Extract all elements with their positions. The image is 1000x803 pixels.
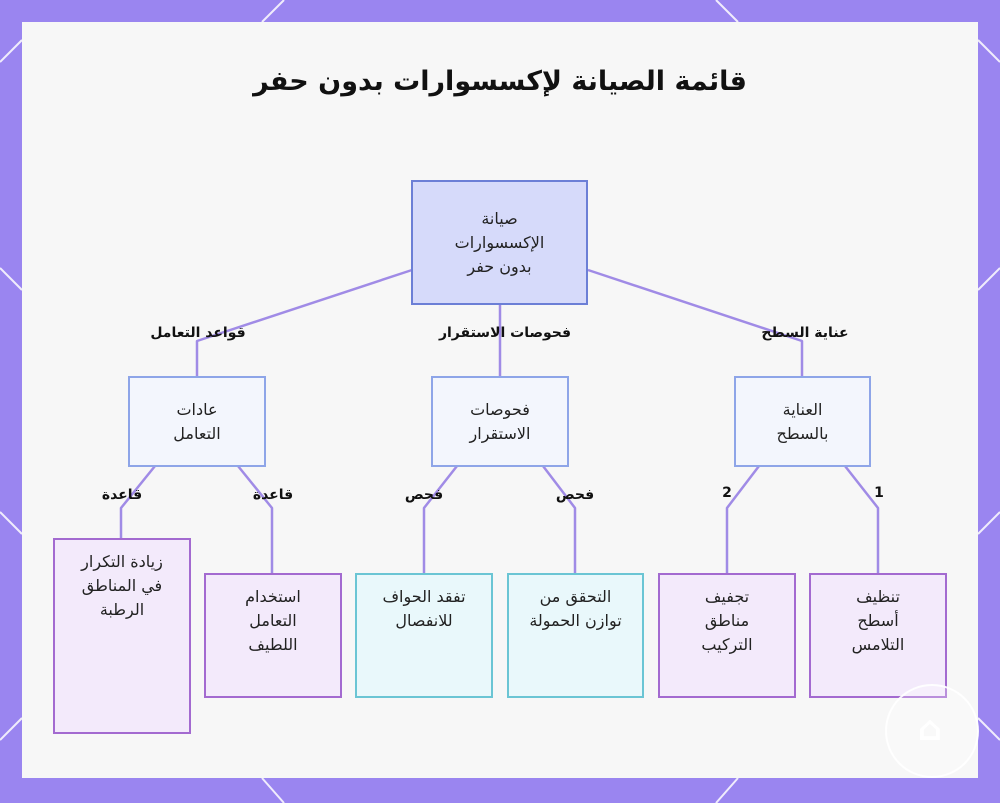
leaf-dry-mount-areas-label: تجفيف مناطق التركيب <box>701 587 753 654</box>
node-stability-checks: فحوصات الاستقرار <box>431 376 569 467</box>
edge-handling-2 <box>119 465 156 539</box>
edge-label-stability-1: فحص <box>555 487 595 503</box>
leaf-check-load-balance: التحقق من توازن الحمولة <box>507 573 644 698</box>
edge-label-handling: قواعد التعامل <box>150 325 246 341</box>
edge-stability-2 <box>422 465 458 574</box>
node-handling-habits: عادات التعامل <box>128 376 266 467</box>
leaf-inspect-edges-label: تفقد الحواف للانفصال <box>382 587 466 630</box>
leaf-inspect-edges: تفقد الحواف للانفصال <box>355 573 493 698</box>
edge-handling-1 <box>237 465 274 574</box>
edge-root-surface <box>587 268 804 377</box>
leaf-clean-contact-surfaces-label: تنظيف أسطح التلامس <box>851 587 905 654</box>
edge-label-stability-2: فحص <box>404 487 444 503</box>
leaf-gentle-handling: استخدام التعامل اللطيف <box>204 573 342 698</box>
edge-label-surface-2: 2 <box>722 485 732 501</box>
node-stability-checks-label: فحوصات الاستقرار <box>469 399 531 443</box>
edge-label-surface: عناية السطح <box>761 325 849 341</box>
leaf-dry-mount-areas: تجفيف مناطق التركيب <box>658 573 796 698</box>
leaf-gentle-handling-label: استخدام التعامل اللطيف <box>245 587 301 654</box>
edge-surface-1 <box>844 465 880 574</box>
node-surface-care-label: العناية بالسطح <box>776 399 829 443</box>
edge-surface-2 <box>725 465 760 574</box>
root-node: صيانة الإكسسوارات بدون حفر <box>411 180 588 305</box>
edge-stability-1 <box>542 465 577 574</box>
leaf-increase-frequency-humid-label: زيادة التكرار في المناطق الرطبة <box>81 552 163 619</box>
root-node-label: صيانة الإكسسوارات بدون حفر <box>454 208 545 276</box>
edge-label-surface-1: 1 <box>874 485 884 501</box>
watermark-logo <box>885 684 979 778</box>
node-surface-care: العناية بالسطح <box>734 376 871 467</box>
node-handling-habits-label: عادات التعامل <box>173 399 221 443</box>
edge-label-stability: فحوصات الاستقرار <box>438 325 572 341</box>
edge-label-handling-1: قاعدة <box>252 487 294 503</box>
diagram-title: قائمة الصيانة لإكسسوارات بدون حفر <box>253 66 747 97</box>
leaf-check-load-balance-label: التحقق من توازن الحمولة <box>529 587 622 630</box>
leaf-clean-contact-surfaces: تنظيف أسطح التلامس <box>809 573 947 698</box>
edge-root-handling <box>195 268 413 377</box>
leaf-increase-frequency-humid: زيادة التكرار في المناطق الرطبة <box>53 538 191 734</box>
logo-icon: ⌂ <box>917 709 943 749</box>
edge-label-handling-2: قاعدة <box>101 487 143 503</box>
